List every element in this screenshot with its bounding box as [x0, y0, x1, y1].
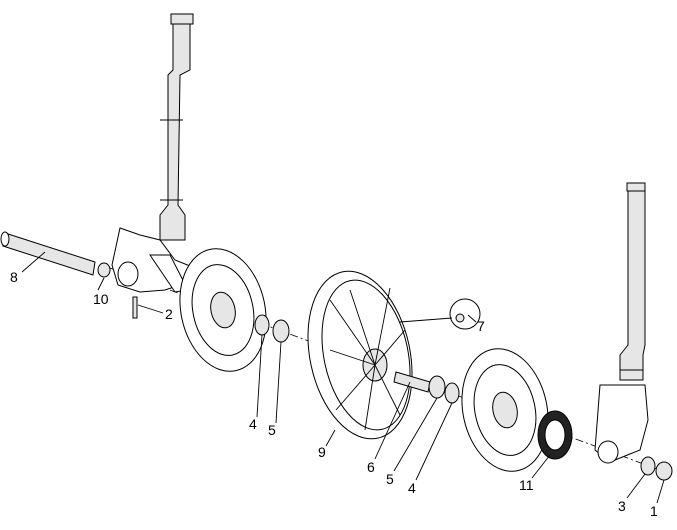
callout-5: 5: [386, 471, 394, 487]
axle: [0, 231, 111, 278]
callout-6: 6: [367, 459, 375, 475]
leader-lines: [21, 251, 665, 504]
callout-4: 4: [249, 416, 257, 432]
right-fork: [594, 182, 649, 464]
callout-2: 2: [165, 306, 173, 322]
callout-9: 9: [318, 444, 326, 460]
callout-8: 8: [10, 269, 18, 285]
pinch-bolt: [132, 296, 138, 319]
callout-10: 10: [93, 291, 109, 307]
axle-nut: [655, 461, 673, 481]
bearing-left: [272, 319, 290, 343]
valve-detail: [399, 298, 481, 330]
seal-left: [254, 314, 270, 336]
callout-1: 1: [650, 503, 658, 519]
bearing-right: [444, 382, 460, 404]
left-fork: [111, 13, 196, 293]
washer: [640, 456, 656, 476]
callout-11: 11: [519, 477, 534, 493]
right-brake-disc: [461, 348, 549, 472]
callout-3: 3: [618, 498, 626, 514]
callout-7: 7: [477, 318, 485, 334]
callout-5: 5: [268, 422, 276, 438]
left-brake-disc: [179, 248, 267, 372]
spacer: [393, 371, 431, 393]
wheel: [307, 270, 413, 440]
callout-4: 4: [408, 480, 416, 496]
seal-right: [428, 375, 446, 399]
